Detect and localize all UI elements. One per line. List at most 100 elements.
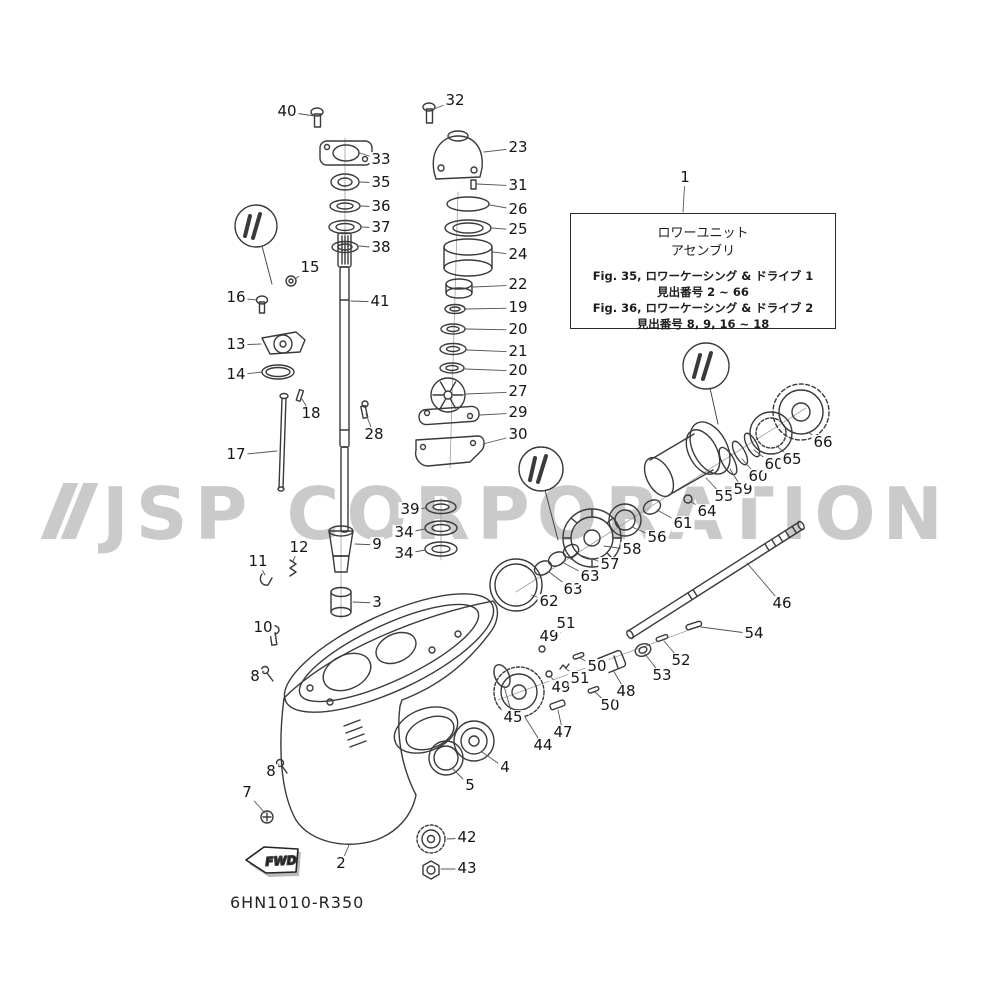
part-label-31: 31	[506, 176, 530, 195]
ring-nut-65	[749, 411, 793, 455]
parts-tag-mid	[518, 446, 564, 541]
pin-54	[685, 620, 703, 631]
part-label-52: 52	[669, 651, 693, 670]
pin-18	[295, 388, 305, 403]
part-label-24: 24	[506, 245, 530, 264]
fig36-title: Fig. 36, ロワーケーシング & ドライブ 2	[592, 301, 814, 315]
part-label-4: 4	[498, 758, 512, 777]
washer-59	[718, 446, 738, 476]
water-pump-housing-23	[432, 130, 483, 180]
nut-15	[285, 275, 297, 287]
part-label-48: 48	[614, 682, 638, 701]
part-label-40: 40	[275, 102, 299, 121]
pin-50b	[587, 685, 600, 694]
part-label-61: 61	[671, 514, 695, 533]
clip-11	[259, 573, 273, 586]
part-label-34: 34	[392, 544, 416, 563]
sleeve-3	[330, 586, 352, 618]
part-label-2: 2	[334, 854, 348, 873]
part-label-8: 8	[248, 667, 262, 686]
part-label-22: 22	[506, 275, 530, 294]
part-label-51: 51	[554, 614, 578, 633]
washer-20a	[440, 323, 466, 335]
part-label-54: 54	[742, 624, 766, 643]
part-label-58: 58	[620, 540, 644, 559]
fwd-arrow: FWD	[245, 846, 301, 877]
shift-rod-17	[277, 392, 289, 492]
forward-gear-44	[493, 666, 545, 718]
pin-49b	[545, 670, 553, 678]
collar-19	[444, 303, 466, 315]
part-label-45: 45	[501, 708, 525, 727]
spring-12	[289, 559, 297, 577]
part-label-64: 64	[695, 502, 719, 521]
spacer-21	[439, 342, 467, 356]
part-label-47: 47	[551, 723, 575, 742]
part-label-28: 28	[362, 425, 386, 444]
part-label-19: 19	[506, 298, 530, 317]
part-label-63: 63	[578, 567, 602, 586]
part-label-3: 3	[370, 593, 384, 612]
part-label-14: 14	[224, 365, 248, 384]
bearing-34b	[424, 541, 458, 557]
part-label-49: 49	[549, 678, 573, 697]
pin-49a	[538, 645, 546, 653]
assembly-title-line2: アセンブリ	[670, 244, 736, 259]
seal-22	[445, 278, 473, 299]
gasket-30	[414, 435, 485, 467]
part-label-53: 53	[650, 666, 674, 685]
pinion-gear-42	[416, 824, 446, 854]
washer-63b	[547, 551, 567, 567]
pin-52	[655, 633, 669, 643]
part-label-29: 29	[506, 403, 530, 422]
bearing-35	[330, 173, 360, 191]
thrust-washer-45	[493, 663, 511, 689]
part-label-20: 20	[506, 361, 530, 380]
part-label-36: 36	[369, 197, 393, 216]
stud-31	[470, 179, 477, 190]
insert-cartridge-24	[443, 238, 493, 277]
part-label-66: 66	[811, 433, 835, 452]
seal-ring-25	[444, 219, 492, 237]
bolt-40	[310, 107, 324, 128]
part-label-39: 39	[398, 500, 422, 519]
part-label-59: 59	[731, 480, 755, 499]
part-label-42: 42	[455, 828, 479, 847]
washer-38	[331, 240, 359, 254]
part-label-15: 15	[298, 258, 322, 277]
fig35-title: Fig. 35, ロワーケーシング & ドライブ 1	[592, 269, 814, 283]
part-label-1: 1	[678, 168, 692, 187]
part-label-8: 8	[264, 762, 278, 781]
ring-gear-66	[772, 383, 830, 441]
part-label-5: 5	[463, 776, 477, 795]
part-label-60: 60	[762, 455, 786, 474]
part-label-13: 13	[224, 335, 248, 354]
part-label-10: 10	[251, 618, 275, 637]
o-ring-62	[489, 558, 543, 612]
part-label-57: 57	[598, 555, 622, 574]
washer-20b	[439, 362, 465, 374]
part-label-38: 38	[369, 238, 393, 257]
part-label-26: 26	[506, 200, 530, 219]
fig36-range: 見出番号 8, 9, 16 ~ 18	[636, 317, 770, 331]
assembly-title-line1: ロワーユニット	[657, 226, 749, 241]
part-label-62: 62	[537, 592, 561, 611]
pump-plate-29	[418, 405, 480, 426]
part-label-12: 12	[287, 538, 311, 557]
pin-50a	[572, 651, 585, 660]
part-label-43: 43	[455, 859, 479, 878]
part-label-27: 27	[506, 382, 530, 401]
part-label-9: 9	[370, 535, 384, 554]
assembly-info-box: ロワーユニット アセンブリ Fig. 35, ロワーケーシング & ドライブ 1…	[570, 213, 836, 331]
part-label-49: 49	[537, 627, 561, 646]
part-label-35: 35	[369, 173, 393, 192]
part-label-37: 37	[369, 218, 393, 237]
bearing-carrier-55	[643, 421, 731, 498]
oil-seal-37	[328, 219, 362, 235]
impeller-27	[430, 377, 466, 413]
fig35-range: 見出番号 2 ~ 66	[657, 285, 749, 299]
oil-seal-39	[425, 499, 457, 515]
parts-tag-right	[682, 342, 730, 425]
key-47	[549, 699, 566, 711]
part-label-30: 30	[506, 425, 530, 444]
